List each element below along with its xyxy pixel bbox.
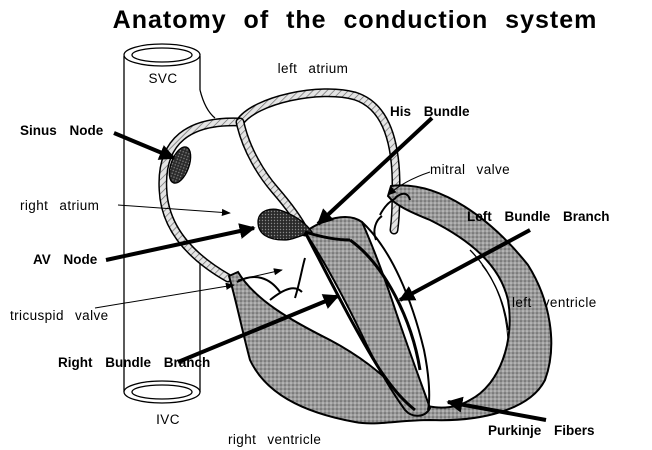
right-atrium-label: right atrium (20, 198, 99, 213)
his-bundle-label: His Bundle (390, 104, 470, 119)
svc-label: SVC (149, 71, 178, 86)
right-ventricle-label: right ventricle (228, 432, 321, 447)
purkinje-fibers-label: Purkinje Fibers (488, 423, 595, 438)
av-node-shape (258, 209, 312, 240)
av-node-label: AV Node (33, 252, 98, 267)
diagram-title: Anatomy of the conduction system (113, 6, 598, 34)
left-ventricle-label: left ventricle (512, 295, 597, 310)
sinus-node-label: Sinus Node (20, 123, 104, 138)
left-bundle-branch-label: Left Bundle Branch (467, 209, 610, 224)
ivc-label: IVC (156, 412, 180, 427)
left-atrium-label: left atrium (278, 61, 349, 76)
mitral-valve-label: mitral valve (430, 162, 510, 177)
sinus-node-arrow (114, 133, 174, 158)
tricuspid-valve-label: tricuspid valve (10, 308, 109, 323)
